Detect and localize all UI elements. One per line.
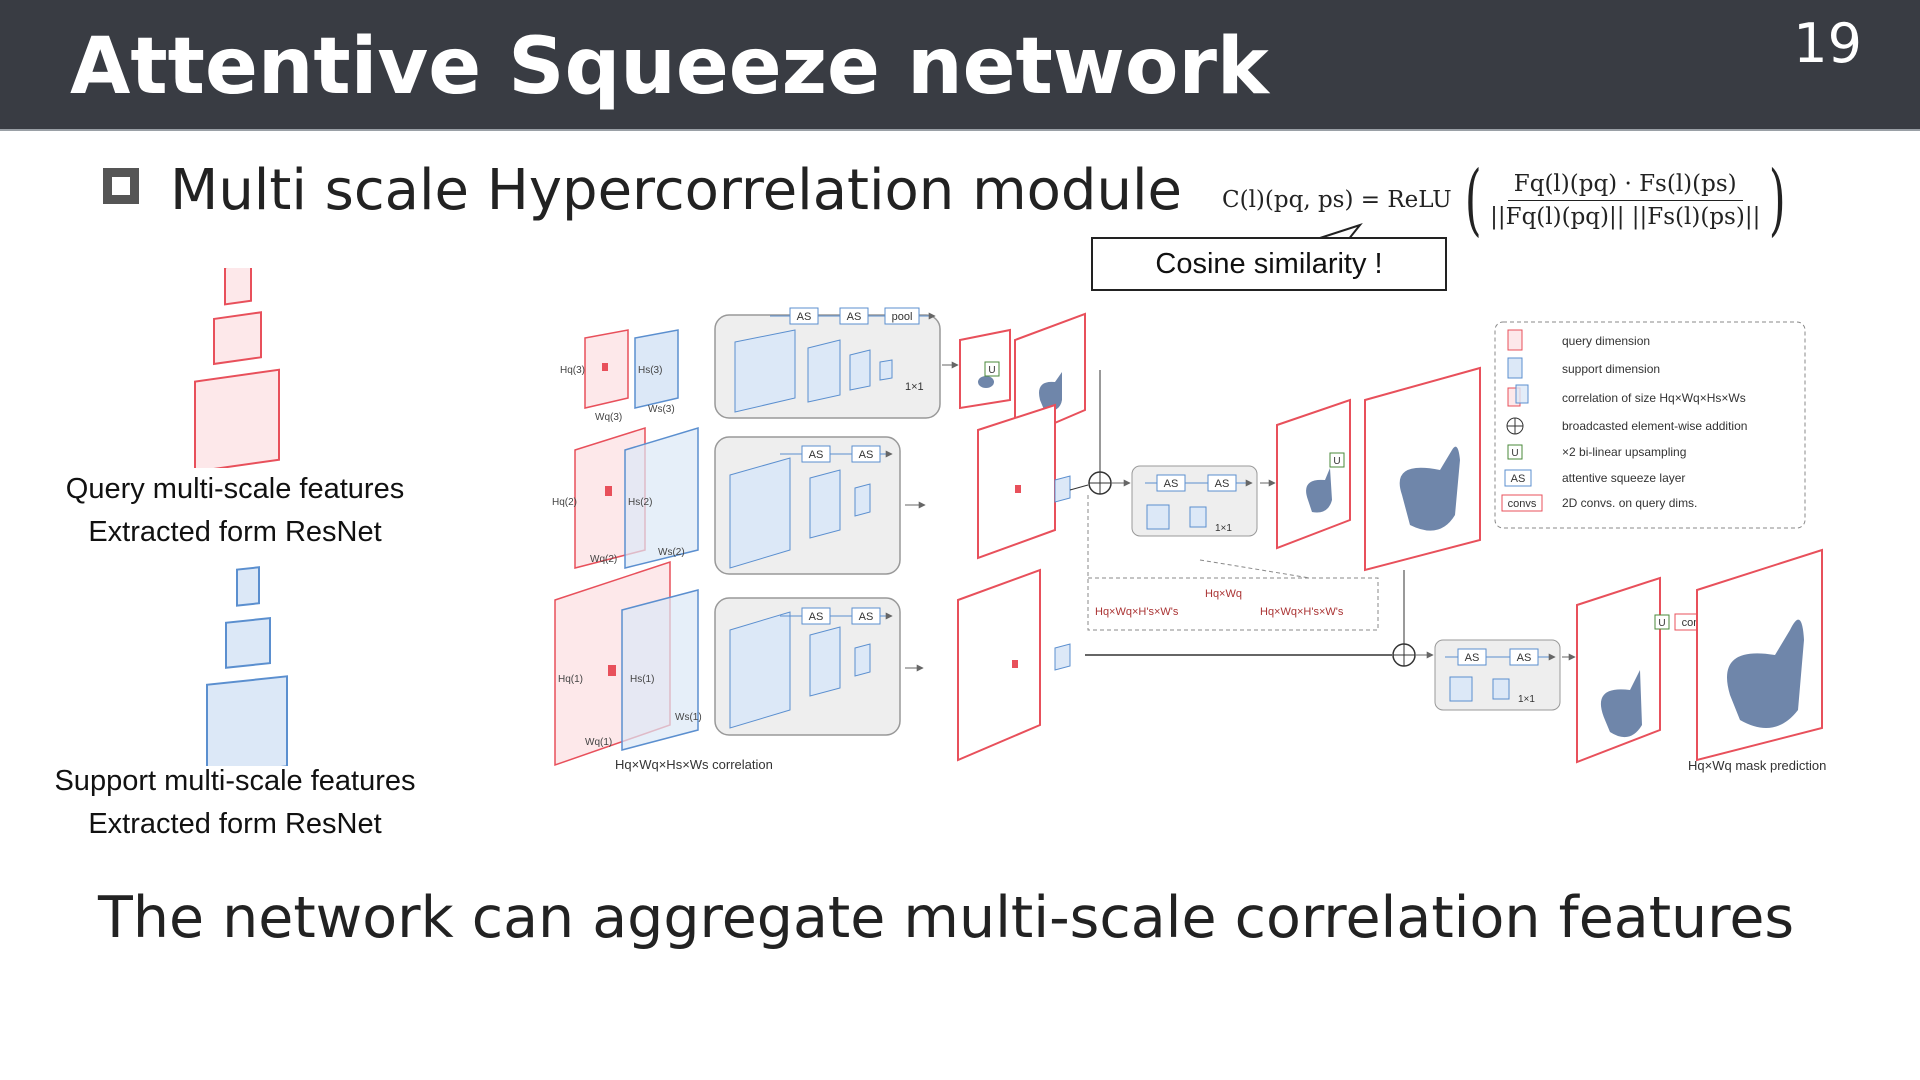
formula-denominator: ||Fq(l)(pq)|| ||Fs(l)(ps)|| <box>1490 203 1761 230</box>
as-label: AS <box>1465 652 1480 664</box>
query-label-line1: Query multi-scale features <box>65 473 405 505</box>
squeezed-plane-2 <box>977 403 1056 560</box>
formula-fraction: Fq(l)(pq) · Fs(l)(ps) ||Fq(l)(pq)|| ||Fs… <box>1490 171 1760 230</box>
as-label: AS <box>797 311 812 323</box>
as-panel-top: AS AS pool 1×1 <box>714 307 941 419</box>
dim-hq2: Hq(2) <box>552 497 577 508</box>
bullet-heading: Multi scale Hypercorrelation module <box>170 158 1182 223</box>
dashed-mid-caption: Hq×Wq <box>1205 588 1242 600</box>
as-label: AS <box>1511 473 1526 485</box>
as-label: AS <box>809 449 824 461</box>
summary-text: The network can aggregate multi-scale co… <box>98 885 1795 951</box>
merge1-output-plane <box>1276 398 1351 550</box>
legend: query dimension support dimension correl… <box>1494 321 1806 529</box>
dim-ws3: Ws(3) <box>648 404 675 415</box>
as-label: AS <box>1215 478 1230 490</box>
legend-item: 2D convs. on query dims. <box>1562 496 1697 510</box>
upsample-label: U <box>1333 456 1340 467</box>
formula-numerator: Fq(l)(pq) · Fs(l)(ps) <box>1507 171 1743 201</box>
as-panel-mid: AS AS <box>714 436 901 575</box>
convs-label: convs <box>1508 498 1537 510</box>
one-by-one-label: 1×1 <box>1518 694 1535 705</box>
as-label: AS <box>847 311 862 323</box>
dim-hs3: Hs(3) <box>638 365 662 376</box>
support-pyramid <box>206 566 288 766</box>
upsample-label: U <box>1511 448 1518 459</box>
legend-item: query dimension <box>1562 334 1650 348</box>
dim-wq2: Wq(2) <box>590 554 617 565</box>
as-label: AS <box>859 611 874 623</box>
upsample-label: U <box>1658 618 1665 629</box>
support-label-line2: Extracted form ResNet <box>88 808 382 840</box>
slide-title: Attentive Squeeze network <box>70 22 1269 112</box>
legend-item: support dimension <box>1562 362 1660 376</box>
architecture-diagram: Hq(3) Hs(3) Wq(3) Ws(3) Hq(2) Hs(2) Wq(2… <box>552 307 1826 773</box>
dashed-left-caption: Hq×Wq×H's×W's <box>1095 606 1179 618</box>
support-plane-1 <box>621 589 699 751</box>
query-label: Query multi-scale features Extracted for… <box>30 468 440 554</box>
as-panel-bottom: AS AS <box>714 597 901 736</box>
support-label-line1: Support multi-scale features <box>54 765 416 797</box>
one-by-one-label: 1×1 <box>1215 523 1232 534</box>
query-label-line2: Extracted form ResNet <box>88 516 382 548</box>
dim-ws1: Ws(1) <box>675 712 702 723</box>
legend-item: correlation of size Hq×Wq×Hs×Ws <box>1562 391 1746 405</box>
support-plane-3 <box>634 329 679 409</box>
title-bar: Attentive Squeeze network 19 <box>0 0 1920 131</box>
as-label: AS <box>1517 652 1532 664</box>
as-label: AS <box>1164 478 1179 490</box>
dim-ws2: Ws(2) <box>658 547 685 558</box>
as-panel-merge-2: AS AS 1×1 <box>1434 639 1561 711</box>
bullet-square-icon <box>103 168 139 204</box>
mask-plane-3 <box>1014 312 1086 442</box>
one-by-one-label: 1×1 <box>905 381 924 393</box>
support-plane-2 <box>624 426 699 569</box>
support-label: Support multi-scale features Extracted f… <box>20 760 450 846</box>
legend-item: attentive squeeze layer <box>1562 471 1685 485</box>
dim-wq1: Wq(1) <box>585 737 612 748</box>
as-panel-merge-1: AS AS 1×1 <box>1131 465 1258 537</box>
left-paren: ( <box>1464 155 1482 245</box>
dim-hq3: Hq(3) <box>560 365 585 376</box>
upsample-label: U <box>988 365 995 376</box>
dim-hq1: Hq(1) <box>558 674 583 685</box>
cosine-formula: C(l)(pq, ps) = ReLU ( Fq(l)(pq) · Fs(l)(… <box>1222 160 1793 240</box>
formula-lhs: C(l)(pq, ps) = ReLU <box>1222 187 1452 213</box>
dim-hs1: Hs(1) <box>630 674 654 685</box>
legend-item: ×2 bi-linear upsampling <box>1562 445 1686 459</box>
cosine-callout: Cosine similarity ! <box>1091 237 1447 291</box>
right-paren: ) <box>1769 155 1786 245</box>
mask-caption: Hq×Wq mask prediction <box>1688 758 1826 773</box>
callout-pointer <box>1319 223 1363 241</box>
page-number: 19 <box>1793 12 1862 75</box>
as-label: AS <box>859 449 874 461</box>
pool-label: pool <box>892 311 913 323</box>
squeezed-plane-1 <box>957 568 1041 762</box>
as-label: AS <box>809 611 824 623</box>
dim-hs2: Hs(2) <box>628 497 652 508</box>
query-pyramid <box>194 268 280 468</box>
dim-wq3: Wq(3) <box>595 412 622 423</box>
dashed-right-caption: Hq×Wq×H's×W's <box>1260 606 1344 618</box>
legend-item: broadcasted element-wise addition <box>1562 419 1747 433</box>
correlation-caption: Hq×Wq×Hs×Ws correlation <box>615 757 773 772</box>
